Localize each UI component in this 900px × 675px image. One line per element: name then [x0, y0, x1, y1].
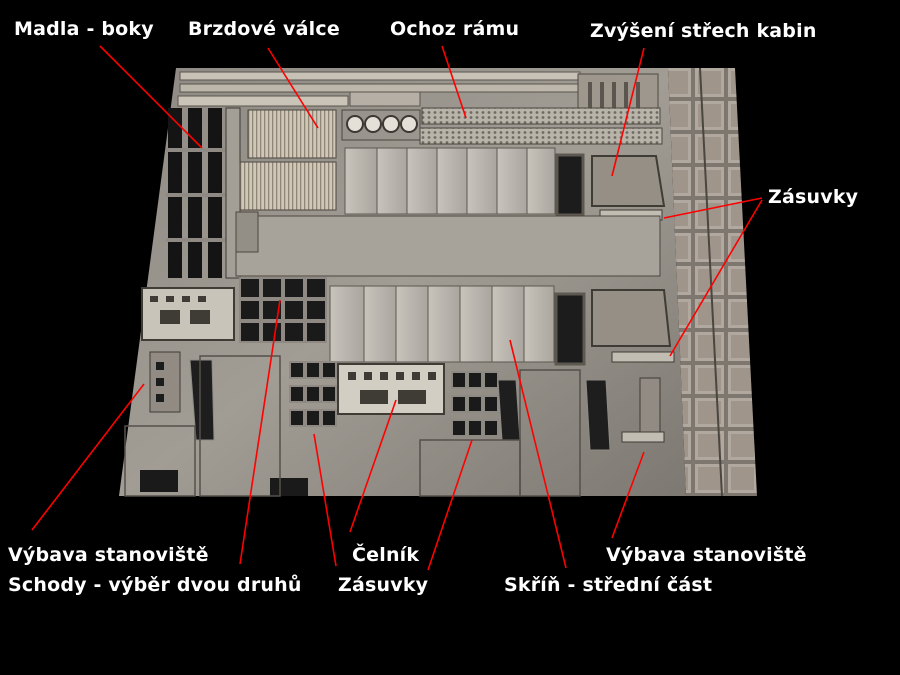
label-skrin-stredni-cast: Skříň - střední část	[504, 574, 713, 596]
label-vybava-stanoviste-left: Výbava stanoviště	[8, 544, 209, 566]
label-ochoz-ramu: Ochoz rámu	[390, 18, 520, 40]
label-zvyseni-strech-kabin: Zvýšení střech kabin	[590, 20, 817, 42]
label-vybava-stanoviste-right: Výbava stanoviště	[606, 544, 807, 566]
label-zasuvky-bottom: Zásuvky	[338, 574, 429, 596]
label-schody: Schody - výběr dvou druhů	[8, 574, 302, 596]
label-brzdove-valce: Brzdové válce	[188, 18, 340, 40]
label-madla-boky: Madla - boky	[14, 18, 154, 40]
label-celnik: Čelník	[352, 544, 420, 566]
label-zasuvky-right: Zásuvky	[768, 186, 859, 208]
